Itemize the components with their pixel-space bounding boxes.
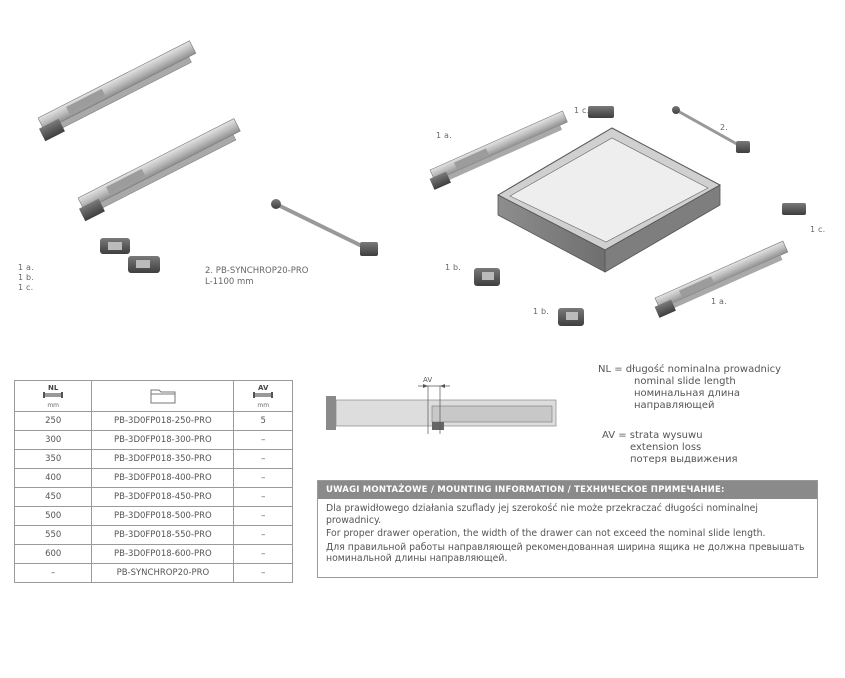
legend-av: AV = strata wysuwu extension loss потеря… bbox=[602, 430, 738, 466]
sync-rod-left bbox=[271, 199, 378, 256]
mounting-info-title: UWAGI MONTAŻOWE / MOUNTING INFORMATION /… bbox=[318, 481, 817, 499]
left-clip-2 bbox=[128, 256, 160, 273]
table-cell-av: – bbox=[233, 563, 293, 583]
table-cell-nl: 500 bbox=[13, 506, 93, 526]
table-cell-nl: 300 bbox=[13, 430, 93, 450]
table-cell-code: PB-3D0FP018-500-PRO bbox=[91, 506, 235, 526]
sync-rod-length: L-1100 mm bbox=[205, 277, 254, 287]
mounting-info-russian: Для правильной работы направляющей реком… bbox=[326, 541, 805, 565]
table-cell-av: – bbox=[233, 430, 293, 450]
side-view-diagram bbox=[326, 384, 557, 434]
header-av-unit: mm bbox=[257, 401, 270, 409]
sync-rod-right bbox=[672, 106, 750, 153]
mounting-info-english: For proper drawer operation, the width o… bbox=[326, 528, 766, 539]
table-cell-code: PB-3D0FP018-350-PRO bbox=[91, 449, 235, 469]
left-runner-2 bbox=[77, 118, 241, 222]
legend-av-line-3: потеря выдвижения bbox=[630, 454, 738, 465]
table-cell-nl: 600 bbox=[13, 544, 93, 564]
label-1a: 1 a. bbox=[18, 263, 34, 272]
left-part-labels: 1 a. 1 b. 1 c. bbox=[18, 263, 34, 293]
av-dimension-label: AV bbox=[423, 376, 433, 384]
mounting-info-polish: Dla prawidłowego działania szuflady jej … bbox=[326, 503, 758, 526]
table-cell-nl: 450 bbox=[13, 487, 93, 507]
drawer-box bbox=[496, 127, 722, 273]
right-runner-bottom bbox=[654, 240, 789, 318]
table-cell-av: – bbox=[233, 487, 293, 507]
mounting-info-body: Dla prawidłowego działania szuflady jej … bbox=[318, 499, 817, 571]
label-1c: 1 c. bbox=[18, 283, 34, 292]
table-cell-nl: 350 bbox=[13, 449, 93, 469]
legend-nl-line-4: направляющей bbox=[634, 400, 715, 411]
extension-loss-icon bbox=[253, 391, 274, 398]
table-cell-av: – bbox=[233, 525, 293, 545]
left-clip-1 bbox=[100, 238, 130, 254]
table-cell-av: 5 bbox=[233, 411, 293, 431]
label-right-1a-bottom: 1 a. bbox=[711, 297, 727, 306]
header-code bbox=[91, 380, 235, 412]
table-cell-av: – bbox=[233, 506, 293, 526]
header-av: AV mm bbox=[233, 380, 293, 412]
slide-runners-illustration bbox=[37, 40, 806, 326]
folder-icon bbox=[150, 389, 176, 403]
table-header-row: NL mm AV mm bbox=[13, 380, 293, 412]
table-cell-nl: 400 bbox=[13, 468, 93, 488]
mounting-info-box: UWAGI MONTAŻOWE / MOUNTING INFORMATION /… bbox=[317, 480, 818, 578]
legend-av-line-1: AV = strata wysuwu bbox=[602, 430, 703, 441]
clip-left bbox=[474, 268, 500, 286]
table-cell-av: – bbox=[233, 544, 293, 564]
table-cell-code: PB-SYNCHROP20-PRO bbox=[91, 563, 235, 583]
label-right-1b-left: 1 b. bbox=[445, 263, 462, 272]
table-cell-code: PB-3D0FP018-400-PRO bbox=[91, 468, 235, 488]
legend-av-line-2: extension loss bbox=[630, 442, 702, 453]
right-runner-top bbox=[429, 110, 568, 190]
label-1b: 1 b. bbox=[18, 273, 35, 282]
table-cell-nl: 250 bbox=[13, 411, 93, 431]
clip-right bbox=[782, 203, 806, 215]
header-nl-unit: mm bbox=[47, 401, 60, 409]
table-cell-code: PB-3D0FP018-600-PRO bbox=[91, 544, 235, 564]
table-cell-code: PB-3D0FP018-300-PRO bbox=[91, 430, 235, 450]
header-nl-tag: NL bbox=[48, 383, 59, 392]
slide-length-icon bbox=[43, 391, 64, 398]
left-runner-1 bbox=[37, 40, 197, 142]
label-right-2: 2. bbox=[720, 123, 729, 132]
table-cell-av: – bbox=[233, 468, 293, 488]
sync-rod-code: 2. PB-SYNCHROP20-PRO bbox=[205, 266, 309, 276]
table-cell-av: – bbox=[233, 449, 293, 469]
legend-nl-line-2: nominal slide length bbox=[634, 376, 736, 387]
header-nl: NL mm bbox=[13, 380, 93, 412]
label-right-1b-bottom: 1 b. bbox=[533, 307, 550, 316]
table-cell-code: PB-3D0FP018-450-PRO bbox=[91, 487, 235, 507]
label-right-1a-top: 1 a. bbox=[436, 131, 452, 140]
label-right-1c-right: 1 c. bbox=[810, 225, 826, 234]
table-cell-code: PB-3D0FP018-550-PRO bbox=[91, 525, 235, 545]
table-cell-nl: – bbox=[13, 563, 93, 583]
table-row: –PB-SYNCHROP20-PRO– bbox=[13, 563, 293, 583]
label-right-1c-top: 1 c. bbox=[574, 106, 590, 115]
table-cell-code: PB-3D0FP018-250-PRO bbox=[91, 411, 235, 431]
legend-nl: NL = długość nominalna prowadnicy nomina… bbox=[598, 364, 781, 412]
legend-nl-line-3: номинальная длина bbox=[634, 388, 740, 399]
table-cell-nl: 550 bbox=[13, 525, 93, 545]
legend-nl-line-1: NL = długość nominalna prowadnicy bbox=[598, 364, 782, 375]
clip-bottom bbox=[558, 308, 584, 326]
clip-top bbox=[588, 106, 614, 118]
sync-rod-caption: 2. PB-SYNCHROP20-PRO L-1100 mm bbox=[205, 266, 308, 288]
header-av-tag: AV bbox=[258, 383, 269, 392]
